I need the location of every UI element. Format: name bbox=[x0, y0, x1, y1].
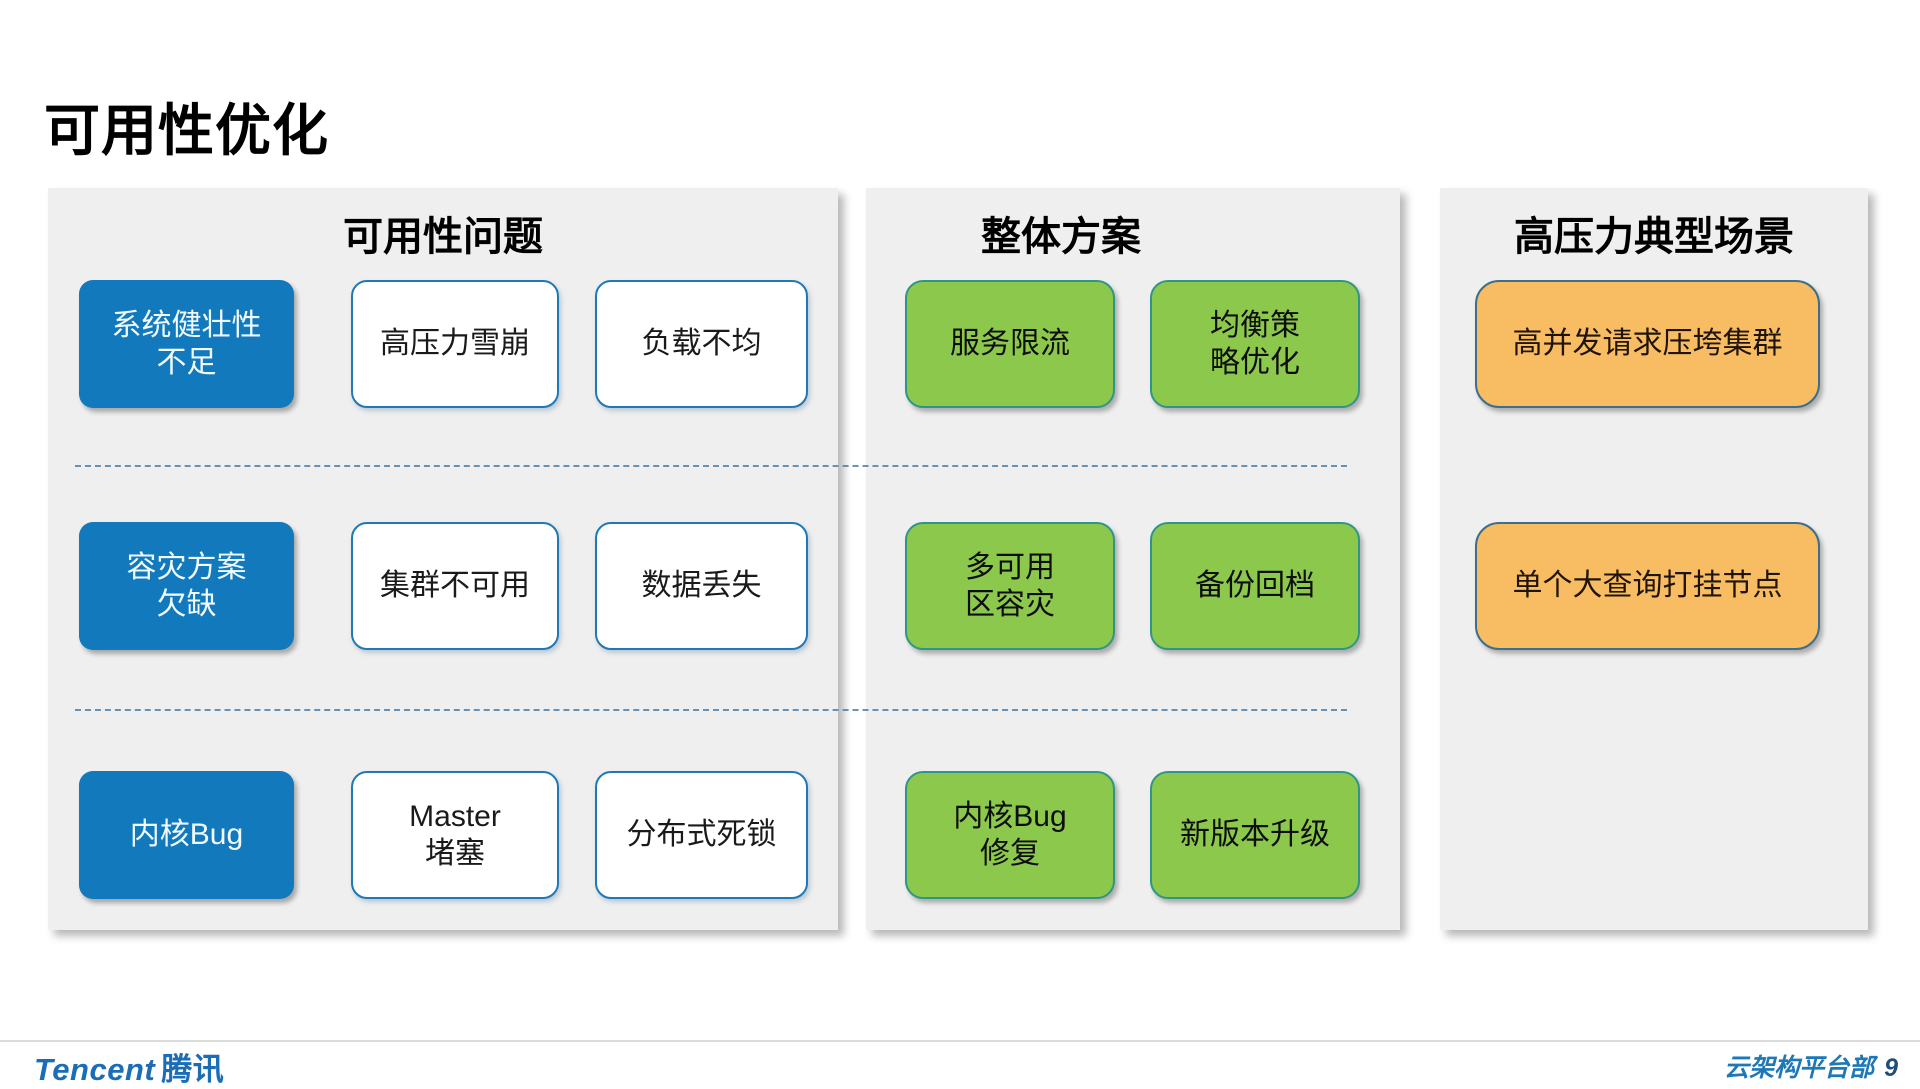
panel-typical-scenarios: 高压力典型场景 高并发请求压垮集群 单个大查询打挂节点 bbox=[1440, 188, 1868, 930]
solution-box: 多可用 区容灾 bbox=[905, 522, 1115, 650]
department-name: 云架构平台部 bbox=[1724, 1054, 1875, 1082]
footer-divider bbox=[0, 1040, 1920, 1042]
panel-availability-problems: 可用性问题 系统健壮性 不足 高压力雪崩 负载不均 容灾方案 欠缺 集群不可用 … bbox=[48, 188, 838, 930]
solution-box: 服务限流 bbox=[905, 280, 1115, 408]
problem-category-box: 系统健壮性 不足 bbox=[79, 280, 294, 408]
solution-box: 均衡策 略优化 bbox=[1150, 280, 1360, 408]
problem-box: 分布式死锁 bbox=[595, 771, 808, 899]
problem-box: Master 堵塞 bbox=[351, 771, 559, 899]
scenario-box: 高并发请求压垮集群 bbox=[1475, 280, 1820, 408]
tencent-logo-en: Tencent bbox=[34, 1052, 156, 1087]
problem-category-box: 容灾方案 欠缺 bbox=[79, 522, 294, 650]
problem-category-box: 内核Bug bbox=[79, 771, 294, 899]
tencent-logo-cn: 腾讯 bbox=[161, 1052, 225, 1087]
solution-box: 内核Bug 修复 bbox=[905, 771, 1115, 899]
solution-box: 新版本升级 bbox=[1150, 771, 1360, 899]
panel-overall-solutions: 整体方案 服务限流 均衡策 略优化 多可用 区容灾 备份回档 内核Bug 修复 … bbox=[866, 188, 1400, 930]
panel-header-problems: 可用性问题 bbox=[343, 215, 543, 259]
row-divider-dashed-line bbox=[75, 465, 1347, 467]
problem-box: 集群不可用 bbox=[351, 522, 559, 650]
panel-header-scenarios: 高压力典型场景 bbox=[1514, 215, 1794, 259]
footer-department: 云架构平台部 9 bbox=[1724, 1048, 1898, 1084]
panel-header-solutions: 整体方案 bbox=[981, 215, 1141, 259]
problem-box: 高压力雪崩 bbox=[351, 280, 559, 408]
page-number: 9 bbox=[1884, 1054, 1898, 1082]
problem-box: 数据丢失 bbox=[595, 522, 808, 650]
page-title: 可用性优化 bbox=[44, 98, 329, 162]
row-divider-dashed-line bbox=[75, 709, 1347, 711]
solution-box: 备份回档 bbox=[1150, 522, 1360, 650]
problem-box: 负载不均 bbox=[595, 280, 808, 408]
scenario-box: 单个大查询打挂节点 bbox=[1475, 522, 1820, 650]
